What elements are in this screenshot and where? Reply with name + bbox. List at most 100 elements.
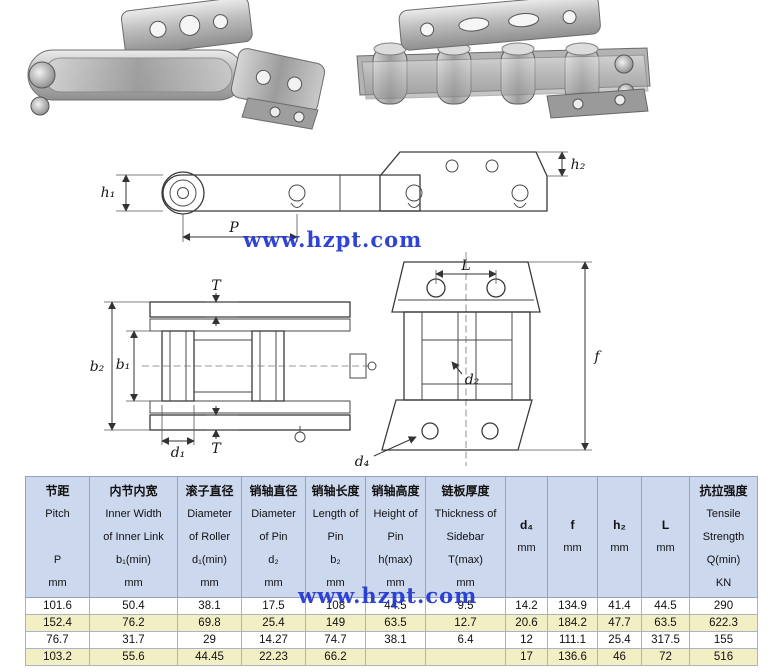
header-line: mm <box>48 576 67 589</box>
header-line: Inner Width <box>105 507 162 520</box>
spec-cell: 6.4 <box>425 631 506 649</box>
header-line: h(max) <box>378 553 413 566</box>
header-line: Strength <box>702 530 745 543</box>
spec-cell: 63.5 <box>641 614 690 632</box>
spec-cell: 136.6 <box>547 648 598 666</box>
header-line: Pin <box>327 530 344 543</box>
header-line: d₄ <box>519 518 534 532</box>
spec-cell: 29 <box>177 631 242 649</box>
header-line: Length of <box>312 507 359 520</box>
col-header-pin-length: 销轴长度 Length of Pin b₂ mm <box>305 476 366 598</box>
spec-cell: 44.45 <box>177 648 242 666</box>
header-line: L <box>661 518 670 532</box>
dim-label-p: P <box>228 220 239 236</box>
spec-cell: 14.27 <box>241 631 306 649</box>
dim-label-d1: d₁ <box>171 445 186 461</box>
spec-cell: 55.6 <box>89 648 178 666</box>
dim-label-f: f <box>593 349 602 365</box>
header-line: 节距 <box>45 483 70 498</box>
header-line: f <box>570 518 575 532</box>
spec-cell: 25.4 <box>597 631 642 649</box>
header-line: Pitch <box>45 507 70 520</box>
spec-cell: 22.23 <box>241 648 306 666</box>
header-line: mm <box>656 542 675 554</box>
spec-cell: 290 <box>689 597 758 615</box>
spec-cell: 17.5 <box>241 597 306 615</box>
header-line <box>26 526 89 549</box>
spec-cell: 317.5 <box>641 631 690 649</box>
spec-cell: 76.2 <box>89 614 178 632</box>
header-line: 滚子直径 <box>185 483 234 498</box>
spec-cell <box>365 648 426 666</box>
spec-cell: 111.1 <box>547 631 598 649</box>
spec-cell: 63.5 <box>365 614 426 632</box>
spec-cell: 14.2 <box>505 597 548 615</box>
header-line: Diameter <box>251 507 296 520</box>
header-line: KN <box>715 576 732 589</box>
header-line: mm <box>456 576 475 589</box>
spec-cell: 44.5 <box>365 597 426 615</box>
header-line: b₁(min) <box>116 553 151 566</box>
spec-cell: 9.5 <box>425 597 506 615</box>
header-line: h₂ <box>613 518 626 532</box>
header-line: of Pin <box>259 530 288 543</box>
header-line: Pin <box>387 530 404 543</box>
header-line: mm <box>610 542 629 554</box>
header-line: 销轴高度 <box>371 483 420 498</box>
dim-label-d4: d₄ <box>355 454 370 470</box>
dim-label-d2: d₂ <box>465 372 480 388</box>
dim-label-h2: h₂ <box>571 157 586 173</box>
header-line: Tensile <box>706 507 741 520</box>
dim-label-t-top: T <box>211 278 222 294</box>
spec-cell: 101.6 <box>25 597 90 615</box>
col-header-h2: h₂ mm <box>597 476 642 598</box>
chain-photo-right <box>356 0 651 119</box>
side-view-drawing: h₁ h₂ P <box>101 151 586 242</box>
header-line: of Roller <box>189 530 230 543</box>
header-line: P <box>53 553 62 566</box>
header-line: T(max) <box>448 553 483 566</box>
header-line: mm <box>124 576 143 589</box>
header-line: d₁(min) <box>192 553 227 566</box>
spec-cell: 103.2 <box>25 648 90 666</box>
header-line: Diameter <box>187 507 232 520</box>
dim-label-l: L <box>460 258 470 274</box>
spec-cell <box>425 648 506 666</box>
dim-label-h1: h₁ <box>101 185 116 201</box>
header-line: 销轴长度 <box>311 483 360 498</box>
header-line: 内节内宽 <box>109 483 158 498</box>
header-line: mm <box>264 576 283 589</box>
header-line: b₂ <box>330 553 341 566</box>
header-line: mm <box>326 576 345 589</box>
spec-cell: 155 <box>689 631 758 649</box>
spec-cell: 50.4 <box>89 597 178 615</box>
spec-cell: 38.1 <box>365 631 426 649</box>
spec-cell: 38.1 <box>177 597 242 615</box>
spec-cell: 25.4 <box>241 614 306 632</box>
spec-cell: 20.6 <box>505 614 548 632</box>
spec-cell: 108 <box>305 597 366 615</box>
spec-cell: 74.7 <box>305 631 366 649</box>
header-line: d₂ <box>268 553 279 566</box>
spec-cell: 149 <box>305 614 366 632</box>
header-line: Thickness of <box>434 507 497 520</box>
spec-cell: 516 <box>689 648 758 666</box>
plan-view-drawing: b₂ b₁ T T d₁ <box>90 278 377 461</box>
spec-cell: 72 <box>641 648 690 666</box>
spec-cell: 622.3 <box>689 614 758 632</box>
spec-cell: 12 <box>505 631 548 649</box>
dim-label-t-bottom: T <box>211 441 222 457</box>
